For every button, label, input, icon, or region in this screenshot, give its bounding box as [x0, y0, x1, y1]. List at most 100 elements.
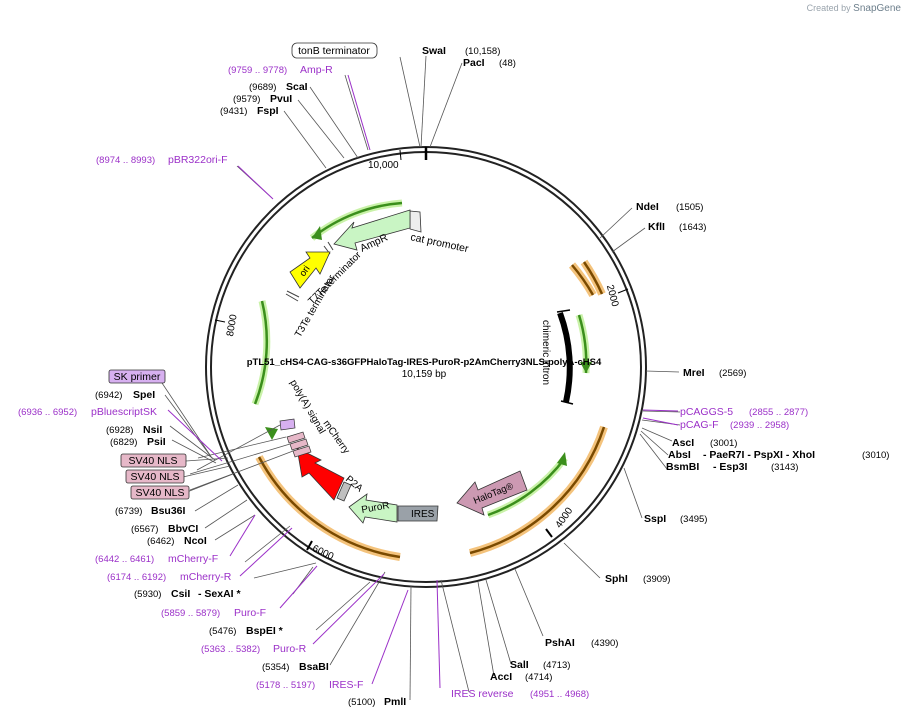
enzyme-sspi-name: SspI: [644, 513, 666, 525]
enzyme-ndei-pos: (1505): [676, 202, 703, 213]
enzyme-psii-pos: (6829): [110, 437, 137, 448]
enzyme-nsii-name: NsiI: [143, 424, 162, 436]
gfp-arc-right-head: [580, 362, 592, 373]
primer-ampr-range: (9759 .. 9778): [228, 65, 287, 76]
primer-pbr322ori-range: (8974 .. 8993): [96, 155, 155, 166]
enzyme-bsmbi-name: BsmBI: [666, 461, 699, 473]
enzyme-ndei-name: NdeI: [636, 201, 659, 213]
enzyme-sali-name: SalI: [510, 659, 529, 671]
primer-labels: (9759 .. 9778) Amp-R (8974 .. 8993) pBR3…: [18, 64, 808, 700]
sv40-nls-box-3: [130, 485, 190, 500]
primer-mcherryf-name: mCherry-F: [168, 553, 218, 565]
enzyme-paci-name: PacI: [463, 57, 485, 69]
primer-purof-range: (5859 .. 5879): [161, 608, 220, 619]
leader-lines: [159, 55, 681, 701]
enzyme-sspi-pos: (3495): [680, 514, 707, 525]
label-ori: ori: [297, 264, 312, 279]
enzyme-bsu36i-name: Bsu36I: [151, 505, 186, 517]
primer-mcherryf-range: (6442 .. 6461): [95, 554, 154, 565]
enzyme-bsabi-pos: (5354): [262, 662, 289, 673]
sv40-nls-label-2: SV40 NLS: [130, 471, 179, 483]
enzyme-bspei-name: BspEI *: [246, 625, 284, 637]
enzyme-absi-extra: - PaeR7I - PspXI - XhoI: [703, 449, 815, 461]
primer-mcherryr-name: mCherry-R: [180, 571, 232, 583]
gfp-arc-bottom: [487, 457, 567, 517]
halotag-shape: [456, 470, 528, 516]
ampR-shape: [333, 209, 411, 251]
tick-6000: 6000: [310, 543, 335, 563]
enzyme-acci-pos: (4714): [525, 672, 552, 683]
tick-8000: 8000: [225, 313, 240, 337]
primer-purof-name: Puro-F: [234, 607, 266, 619]
tonb-terminator-box: [291, 42, 378, 59]
enzyme-fspi-pos: (9431): [220, 106, 247, 117]
orange-arc-top: [571, 264, 595, 296]
label-ires: IRES: [411, 509, 435, 520]
enzyme-bsu36i-pos: (6739): [115, 506, 142, 517]
enzyme-spei-name: SpeI: [133, 389, 155, 401]
enzyme-absi-pos: (3010): [862, 450, 889, 461]
primer-pbluescriptsk-range: (6936 .. 6952): [18, 407, 77, 418]
enzyme-labels: SwaI (10,158) PacI (48) NdeI (1505) KflI…: [95, 45, 889, 708]
tick-2000: 2000: [604, 284, 620, 309]
credit-brand: SnapGene: [853, 3, 901, 14]
cat-promoter-shape: [409, 210, 422, 233]
enzyme-psii-name: PsiI: [147, 436, 166, 448]
enzyme-csii-extra: - SexAI *: [198, 588, 242, 600]
enzyme-pshai-name: PshAI: [545, 637, 575, 649]
primer-mcherryr-range: (6174 .. 6192): [107, 572, 166, 583]
credit-prefix: Created by: [806, 3, 851, 13]
sk-primer-box: [108, 369, 166, 384]
sv40-nls-box-1: [120, 453, 187, 468]
tick-10000: 10,000: [368, 160, 399, 171]
primer-puror-range: (5363 .. 5382): [201, 644, 260, 655]
primer-lines: [167, 74, 679, 689]
primer-puror-name: Puro-R: [273, 643, 307, 655]
orange-arc-left: [257, 456, 401, 559]
enzyme-ncoi-name: NcoI: [184, 535, 207, 547]
enzyme-pshai-pos: (4390): [591, 638, 618, 649]
label-mcherry: mCherry: [321, 418, 352, 456]
enzyme-bspei-pos: (5476): [209, 626, 236, 637]
enzyme-acci-name: AccI: [490, 671, 512, 683]
enzyme-csii-pos: (5930): [134, 589, 161, 600]
enzyme-sphi-name: SphI: [605, 573, 628, 585]
enzyme-spei-pos: (6942): [95, 390, 122, 401]
enzyme-scai-name: ScaI: [286, 81, 308, 93]
sk-primer-label: SK primer: [114, 371, 161, 383]
enzyme-pmli-pos: (5100): [348, 697, 375, 708]
primer-pcaggs5-range: (2855 .. 2877): [749, 407, 808, 418]
enzyme-kfli-name: KflI: [648, 221, 665, 233]
sv40-nls-label-3: SV40 NLS: [135, 487, 184, 499]
enzyme-pmli-name: PmlI: [384, 696, 406, 708]
enzyme-asci-name: AscI: [672, 437, 694, 449]
enzyme-mrei-pos: (2569): [719, 368, 746, 379]
primer-pbluescriptsk-name: pBluescriptSK: [91, 406, 157, 418]
ori-shape: [289, 251, 331, 289]
enzyme-nsii-pos: (6928): [106, 425, 133, 436]
p2a-shape: [336, 481, 352, 502]
enzyme-fspi-name: FspI: [257, 105, 279, 117]
enzyme-sali-pos: (4713): [543, 660, 570, 671]
primer-iresf-name: IRES-F: [329, 679, 363, 691]
enzyme-sphi-pos: (3909): [643, 574, 670, 585]
tick-marks: [214, 147, 629, 551]
tonb-terminator-label: tonB terminator: [298, 45, 370, 57]
gfp-arc-bottom-head: [557, 452, 567, 466]
orange-arc-top2: [582, 261, 604, 295]
mcherry-shape: [296, 447, 345, 501]
enzyme-swai-pos: (10,158): [465, 46, 500, 57]
orange-arc-right: [469, 426, 606, 555]
enzyme-asci-pos: (3001): [710, 438, 737, 449]
enzyme-scai-pos: (9689): [249, 82, 276, 93]
primer-pcagf-name: pCAG-F: [680, 419, 719, 431]
label-puror: PuroR: [361, 500, 391, 516]
credit: Created by SnapGene: [807, 3, 901, 14]
enzyme-bsabi-name: BsaBI: [299, 661, 329, 673]
tick-4000: 4000: [554, 505, 576, 530]
label-chimeric-intron: chimeric intron: [540, 320, 551, 385]
enzyme-absi-name: AbsI: [668, 449, 691, 461]
primer-iresf-range: (5178 .. 5197): [256, 680, 315, 691]
primer-pcaggs5-name: pCAGGS-5: [680, 406, 733, 418]
